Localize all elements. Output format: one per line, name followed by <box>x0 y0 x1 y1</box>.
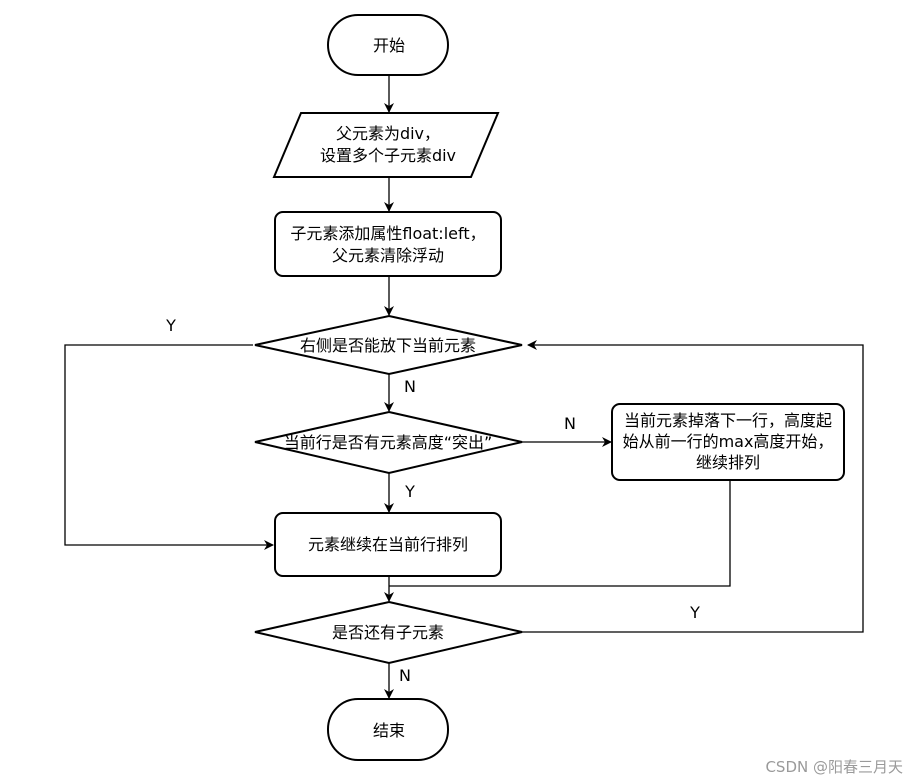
edge-label-d3-no: N <box>399 666 411 685</box>
end-label: 结束 <box>373 721 405 740</box>
input-label-line1: 父元素为div， <box>336 124 440 143</box>
process-continue-row <box>274 512 502 577</box>
input-label-line2: 设置多个子元素div <box>320 146 456 165</box>
continue-label: 元素继续在当前行排列 <box>308 535 468 554</box>
end-terminator <box>327 698 449 761</box>
process1-label-line2: 父元素清除浮动 <box>332 246 444 265</box>
process-add-float <box>274 211 502 277</box>
start-label: 开始 <box>373 36 405 55</box>
input-parallelogram <box>272 112 500 178</box>
edge-label-d2-no: N <box>564 414 576 433</box>
edge-label-d3-yes: Y <box>689 603 700 622</box>
start-terminator <box>327 14 449 76</box>
drop-label-line3: 继续排列 <box>696 453 760 472</box>
edge-label-d2-yes: Y <box>404 482 415 501</box>
watermark: CSDN @阳春三月天 <box>765 758 903 776</box>
edge-decision1-yes-to-continue <box>64 344 274 550</box>
process1-label-line1: 子元素添加属性float:left， <box>290 224 485 243</box>
edge-decision3-yes-loop <box>520 340 864 633</box>
decision1-label: 右侧是否能放下当前元素 <box>300 336 476 355</box>
drop-label-line2: 始从前一行的max高度开始， <box>623 432 834 451</box>
edge-label-d1-no: N <box>404 377 416 396</box>
drop-label-line1: 当前元素掉落下一行，高度起 <box>624 411 832 430</box>
decision3-label: 是否还有子元素 <box>332 623 444 642</box>
decision-height-protrude <box>254 410 523 475</box>
edge-label-d1-yes: Y <box>165 316 176 335</box>
decision-more-children <box>254 600 523 665</box>
decision2-label: 当前行是否有元素高度“突出” <box>284 433 493 452</box>
decision-right-fits <box>254 314 523 376</box>
edge-drop-to-decision3 <box>389 480 731 587</box>
process-drop-next-line <box>611 403 845 481</box>
